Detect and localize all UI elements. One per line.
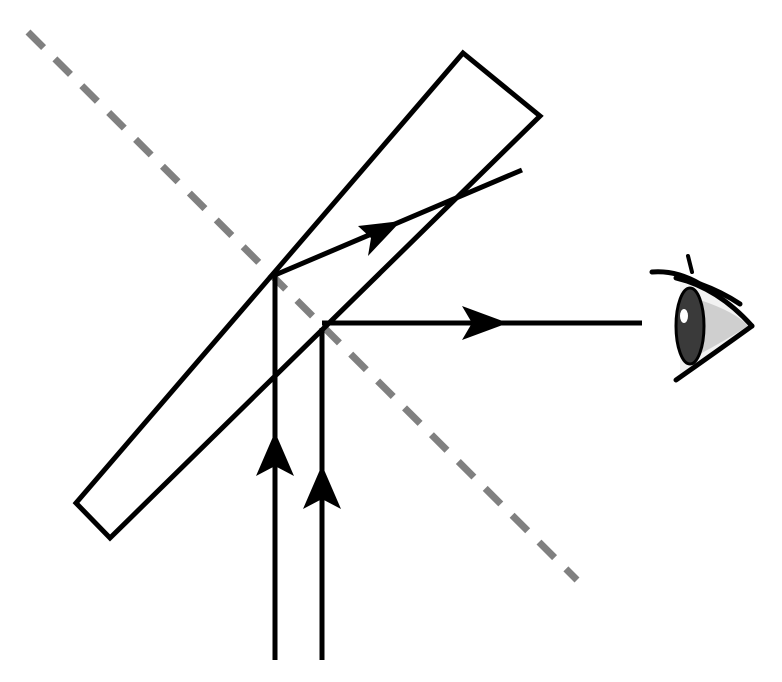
incident-ray-left <box>256 275 294 660</box>
reflected-ray <box>322 306 642 340</box>
incident-ray-right <box>303 328 341 660</box>
normal-line <box>25 29 580 583</box>
glass-plate <box>72 49 544 542</box>
refracted-ray <box>274 167 523 278</box>
eye-icon <box>649 254 755 383</box>
arrowhead-up-right <box>303 465 341 509</box>
arrowhead-right <box>462 306 508 340</box>
arrowhead-refracted <box>358 221 401 256</box>
arrowhead-up-left <box>256 432 294 476</box>
